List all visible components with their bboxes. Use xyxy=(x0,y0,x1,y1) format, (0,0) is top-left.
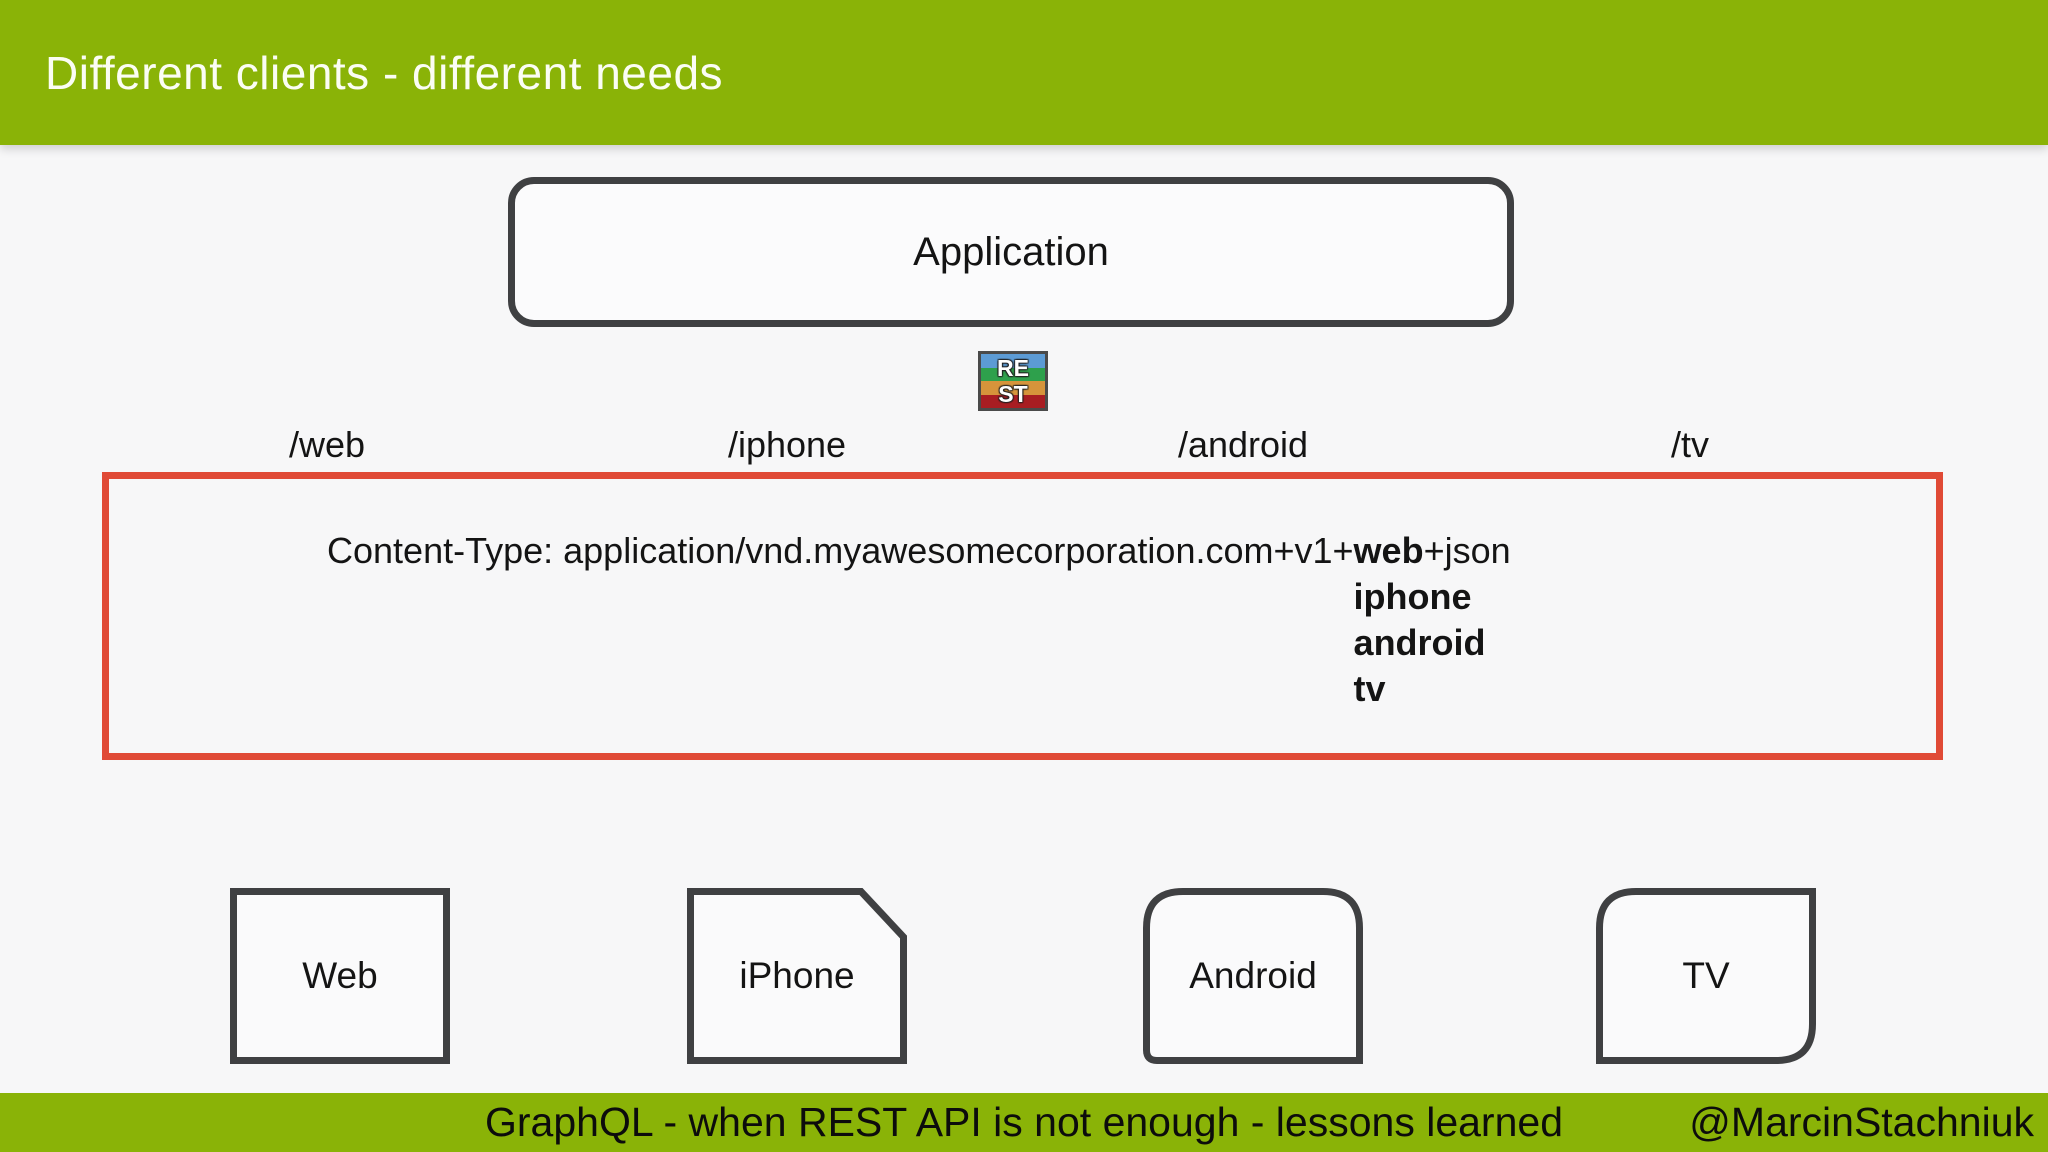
client-box-tv-shape xyxy=(1596,888,1816,1064)
content-type-alt-tv: tv xyxy=(1353,668,1386,709)
content-type-suffix: +json xyxy=(1423,530,1511,571)
client-box-tv: TV xyxy=(1596,888,1816,1064)
footer-talk-title: GraphQL - when REST API is not enough - … xyxy=(485,1099,1563,1145)
client-box-android: Android xyxy=(1143,888,1363,1064)
application-label: Application xyxy=(913,229,1109,274)
content-type-variant-stack: web iphone android tv xyxy=(1353,528,1486,709)
slide-footer-bar: GraphQL - when REST API is not enough - … xyxy=(0,1093,2048,1152)
client-box-iphone-label: iPhone xyxy=(739,955,855,996)
rest-icon-text-top: RE xyxy=(997,355,1029,381)
client-box-android-label: Android xyxy=(1189,955,1317,996)
content-type-prefix: Content-Type: application/vnd.myawesomec… xyxy=(327,530,1354,571)
route-label-tv: /tv xyxy=(1670,424,1710,465)
rest-icon-text-bottom: ST xyxy=(998,381,1028,407)
route-label-web: /web xyxy=(288,424,366,465)
client-box-tv-label: TV xyxy=(1682,955,1730,996)
slide-header-bar: Different clients - different needs xyxy=(0,0,2048,145)
client-box-web-label: Web xyxy=(302,955,378,996)
client-box-web-shape xyxy=(230,888,450,1064)
rest-stripe-blue xyxy=(981,354,1045,368)
content-type-alt-android: android xyxy=(1353,622,1486,663)
footer-author-handle: @MarcinStachniuk xyxy=(1689,1099,2034,1145)
client-box-android-shape xyxy=(1143,888,1363,1064)
rest-icon: RE ST xyxy=(978,351,1048,411)
rest-stripe-red xyxy=(981,394,1045,408)
content-type-highlight-rect xyxy=(102,472,1943,760)
application-box: Application xyxy=(508,177,1514,327)
content-type-alt-iphone: iphone xyxy=(1353,576,1472,617)
content-type-highlight-web: web xyxy=(1353,530,1424,571)
route-label-iphone: /iphone xyxy=(727,424,847,465)
client-box-iphone-shape xyxy=(687,888,907,1064)
rest-stripe-orange xyxy=(981,381,1045,395)
content-type-alternatives: iphone android tv xyxy=(1354,574,1486,712)
content-type-line: Content-Type: application/vnd.myawesomec… xyxy=(327,528,1511,709)
slide-title: Different clients - different needs xyxy=(45,46,724,99)
rest-stripe-green xyxy=(981,367,1045,381)
client-box-web: Web xyxy=(230,888,450,1064)
client-box-iphone: iPhone xyxy=(687,888,907,1064)
route-label-android: /android xyxy=(1177,424,1309,465)
